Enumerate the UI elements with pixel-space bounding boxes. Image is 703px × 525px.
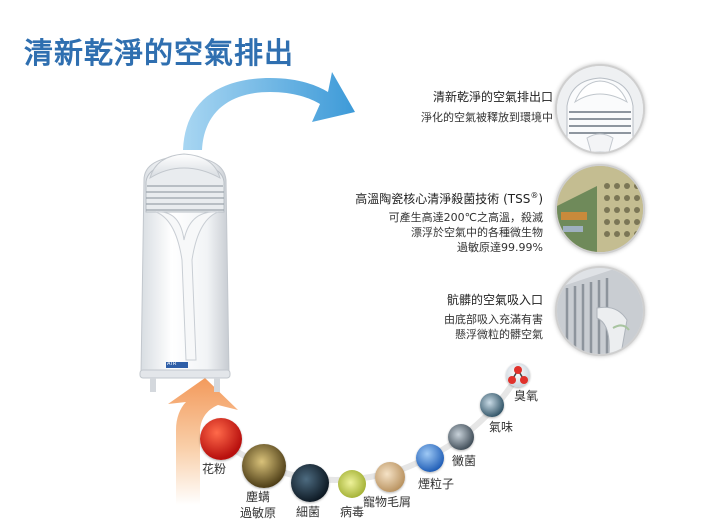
feature-intake-desc: 由底部吸入充滿有害 懸浮微粒的髒空氣 [444,312,543,342]
feature-core-desc-line-2: 漂浮於空氣中的各種微生物 [411,226,543,239]
feature-intake-desc-line-2: 懸浮微粒的髒空氣 [455,328,543,341]
feature-core-title: 高溫陶瓷核心清淨殺菌技術 (TSS®) [355,190,543,207]
bacteria-icon [291,464,329,502]
feature-outlet-title: 清新乾淨的空氣排出口 [432,90,553,104]
device-badge: AIR [167,361,177,367]
intake-closeup-image [557,268,643,354]
headline: 清新乾淨的空氣排出 [24,36,295,70]
feature-core-desc: 可產生高達200℃之高溫，殺滅 漂浮於空氣中的各種微生物 過敏原達99.99% [389,210,543,255]
pollen-icon [200,418,242,460]
ozone-label: 臭氧 [514,389,539,403]
mold-icon [448,424,474,450]
pollen-label: 花粉 [202,462,227,476]
smoke-particle-label: 煙粒子 [418,477,455,491]
mold-label: 黴菌 [452,454,477,468]
odor-label: 氣味 [489,420,514,434]
pet-dander-icon [375,462,405,492]
core-closeup-image [557,166,643,252]
feature-core-title-end: ) [538,192,543,206]
pet-dander-label: 寵物毛屑 [363,495,412,509]
intake-arrow [168,378,238,505]
feature-intake-desc-line-1: 由底部吸入充滿有害 [444,313,543,326]
outflow-arrow [183,72,355,150]
ozone-molecule-icon [508,366,528,384]
air-purifier-device [139,153,231,392]
outlet-closeup [555,64,645,154]
dust-mite-icon [242,444,286,488]
feature-core-desc-line-3: 過敏原達99.99% [457,241,543,254]
bacteria-label: 細菌 [296,505,321,519]
feature-core-title-text: 高溫陶瓷核心清淨殺菌技術 (TSS [355,192,531,206]
core-closeup [555,164,645,254]
odor-icon [480,393,504,417]
smoke-particle-icon [416,444,444,472]
registered-mark: ® [530,191,539,200]
outlet-closeup-image [557,66,643,152]
dust-mite-label-line-1: 塵螨 [246,490,271,504]
feature-core-desc-line-1: 可產生高達200℃之高溫，殺滅 [388,211,543,224]
dust-mite-label-line-2: 過敏原 [240,506,277,520]
intake-closeup [555,266,645,356]
feature-intake-title: 骯髒的空氣吸入口 [446,293,543,307]
feature-outlet-desc: 淨化的空氣被釋放到環境中 [421,111,553,124]
ozone-icon [506,363,530,387]
dust-mite-label: 塵螨 過敏原 [240,489,276,521]
virus-icon [338,470,366,498]
virus-label: 病毒 [340,505,365,519]
